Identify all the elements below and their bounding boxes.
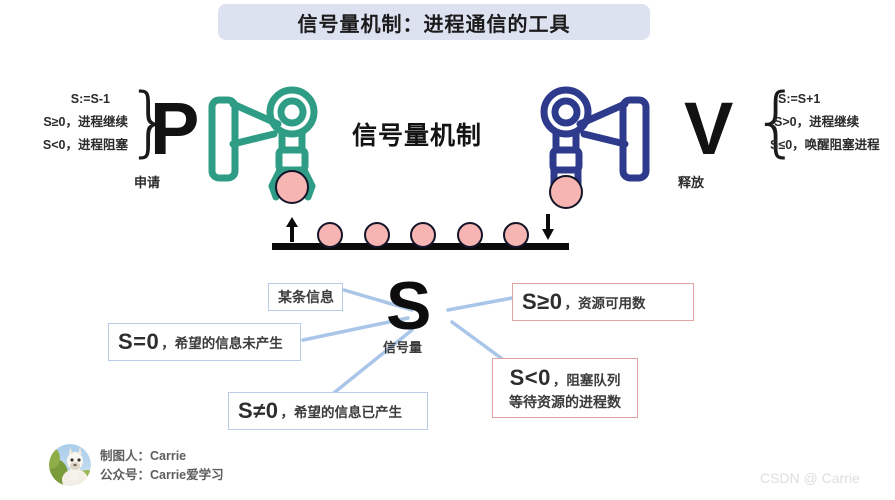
v-formula-group: S:=S+1 S>0，进程继续 S≤0，唤醒阻塞进程 bbox=[770, 88, 895, 157]
semaphore-caption: 信号量 bbox=[383, 340, 423, 355]
p-formula-line-3: S<0，进程阻塞 bbox=[42, 138, 128, 153]
conveyor-ball bbox=[410, 222, 436, 248]
v-brace: { bbox=[752, 76, 801, 165]
callout-s-greater-equal-zero-desc: ，资源可用数 bbox=[564, 296, 646, 311]
callout-s-less-than-zero-row1: S<0 ，阻塞队列 bbox=[510, 365, 621, 391]
conveyor-ball bbox=[503, 222, 529, 248]
callout-s-equals-zero: S=0 ，希望的信息未产生 bbox=[108, 323, 301, 361]
p-brace: } bbox=[126, 76, 175, 165]
robot-arm-left-icon bbox=[200, 82, 350, 212]
page-title-bar: 信号量机制：进程通信的工具 bbox=[218, 4, 650, 40]
author-line-1: 制图人：Carrie bbox=[100, 449, 187, 463]
p-formula-line-2: S≥0，进程继续 bbox=[43, 115, 128, 130]
semaphore-letter: S bbox=[386, 268, 431, 344]
page-title: 信号量机制：进程通信的工具 bbox=[297, 13, 571, 36]
center-heading: 信号量机制 bbox=[352, 122, 483, 150]
author-info: 制图人：Carrie 公众号：Carrie爱学习 bbox=[100, 447, 224, 486]
p-formula-group: S:=S-1 S≥0，进程继续 S<0，进程阻塞 bbox=[4, 88, 128, 157]
v-caption: 释放 bbox=[678, 175, 705, 190]
callout-s-not-equals-zero-expr: S≠0 bbox=[238, 398, 279, 423]
conveyor-ball bbox=[317, 222, 343, 248]
p-formula-line-1: S:=S-1 bbox=[70, 92, 110, 106]
callout-s-equals-zero-expr: S=0 bbox=[118, 329, 160, 354]
v-letter: V bbox=[684, 87, 733, 170]
watermark: CSDN @ Carrie bbox=[760, 470, 860, 486]
v-formula-line-3: S≤0，唤醒阻塞进程 bbox=[770, 138, 880, 153]
callout-s-equals-zero-desc: ，希望的信息未产生 bbox=[161, 336, 283, 351]
callout-some-message-text: 某条信息 bbox=[278, 289, 334, 305]
callout-s-not-equals-zero-desc: ，希望的信息已产生 bbox=[280, 405, 402, 420]
p-letter: P bbox=[150, 87, 199, 170]
arrow-up-icon bbox=[284, 215, 300, 243]
p-caption: 申请 bbox=[134, 175, 161, 190]
v-formula-line-2: S>0，进程继续 bbox=[774, 115, 860, 130]
callout-s-less-than-zero-line2: 等待资源的进程数 bbox=[509, 393, 621, 410]
conveyor-ball bbox=[457, 222, 483, 248]
conveyor-ball bbox=[364, 222, 390, 248]
arrow-down-icon bbox=[540, 213, 556, 241]
callout-s-greater-equal-zero-expr: S≥0 bbox=[522, 289, 563, 314]
callout-s-not-equals-zero: S≠0 ，希望的信息已产生 bbox=[228, 392, 428, 430]
callout-s-less-than-zero-expr: S<0 bbox=[509, 364, 551, 390]
callout-s-greater-equal-zero: S≥0 ，资源可用数 bbox=[512, 283, 694, 321]
robot-arm-right-icon bbox=[508, 82, 658, 212]
avatar bbox=[49, 444, 91, 486]
callout-s-less-than-zero: S<0 ，阻塞队列 等待资源的进程数 bbox=[492, 358, 638, 418]
v-formula-line-1: S:=S+1 bbox=[778, 92, 821, 106]
callout-some-message: 某条信息 bbox=[268, 283, 343, 311]
author-line-2: 公众号：Carrie爱学习 bbox=[100, 468, 224, 483]
callout-s-less-than-zero-desc: ，阻塞队列 bbox=[552, 372, 621, 388]
